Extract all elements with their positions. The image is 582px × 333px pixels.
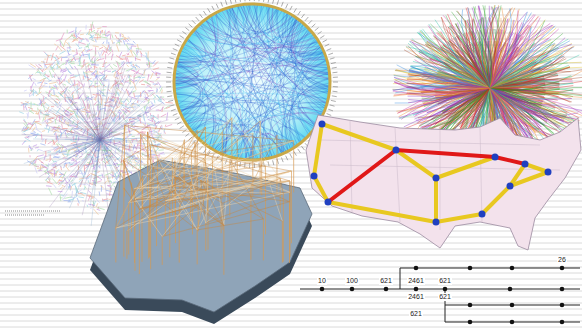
number-label: 100 [345,277,359,285]
number-label: 621 [379,277,393,285]
background-stripes [0,3,582,327]
number-label: 621 [438,293,452,301]
path-tree [300,266,580,325]
number-label: 10 [317,277,327,285]
number-label: 2461 [407,277,425,285]
number-label: 621 [409,310,423,318]
number-label: 621 [438,277,452,285]
3d-network-map [90,118,312,324]
number-label: 26 [557,256,567,264]
number-label: 2461 [407,293,425,301]
us-network-map [306,115,581,250]
